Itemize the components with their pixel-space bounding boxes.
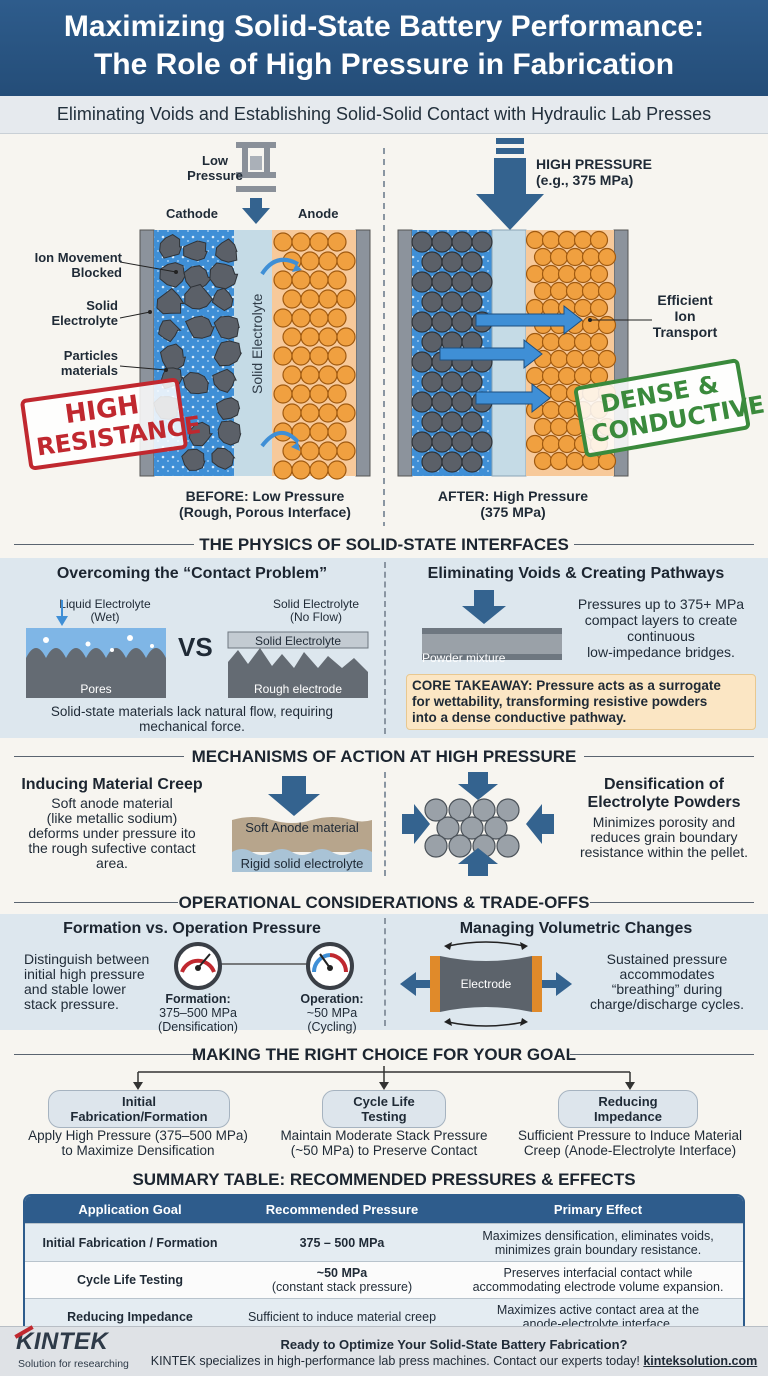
dense-cathode-particles xyxy=(411,231,493,473)
choice-section-title: MAKING THE RIGHT CHOICE FOR YOUR GOAL xyxy=(191,1045,577,1064)
densification-text: Minimizes porosity and reduces grain bou… xyxy=(579,814,749,860)
divider xyxy=(590,902,754,903)
cathode-label: Cathode xyxy=(166,206,218,221)
contact-problem-title: Overcoming the “Contact Problem” xyxy=(56,565,328,582)
divider xyxy=(584,756,754,757)
soft-anode-label: Soft Anode material xyxy=(245,820,359,835)
logo-tagline: Solution for researching xyxy=(18,1358,129,1370)
goal-text-impedance: Sufficient Pressure to Induce Material C… xyxy=(517,1128,743,1158)
particles-label: Particles materials xyxy=(60,348,118,378)
title-line-2: The Role of High Pressure in Fabrication xyxy=(93,48,675,81)
core-takeaway-text: CORE TAKEAWAY: Pressure acts as a surrog… xyxy=(412,678,721,725)
electrode-breathing-diagram xyxy=(400,941,572,1027)
subtitle: Eliminating Voids and Establishing Solid… xyxy=(56,104,712,124)
cell-pressure: 375 – 500 MPa xyxy=(235,1223,449,1262)
low-pressure-label: Low Pressure xyxy=(187,153,243,183)
electrolyte-vertical-label: Solid Electrolyte xyxy=(249,293,265,394)
solid-electrolyte-box-label: Solid Electrolyte xyxy=(254,634,342,648)
col-header-pressure: Recommended Pressure xyxy=(235,1196,449,1224)
high-pressure-label: HIGH PRESSURE (e.g., 375 MPa) xyxy=(536,156,652,188)
goal-pill-impedance[interactable]: Reducing Impedance xyxy=(558,1090,698,1128)
footer xyxy=(0,1326,768,1376)
divider xyxy=(14,544,194,545)
eliminating-voids-text: Pressures up to 375+ MPa compact layers … xyxy=(577,596,745,660)
formation-gauge-icon xyxy=(174,942,222,990)
core-takeaway-box xyxy=(406,674,756,730)
cell-effect: Maximizes densification, eliminates void… xyxy=(449,1223,743,1262)
divider xyxy=(14,1054,198,1055)
summary-table: Application Goal Recommended Pressure Pr… xyxy=(23,1194,745,1337)
goal-text-fabrication: Apply High Pressure (375–500 MPa) to Max… xyxy=(28,1128,248,1158)
creep-diagram xyxy=(232,776,372,872)
subtitle-band xyxy=(0,96,768,134)
densification-diagram xyxy=(402,772,554,876)
header-banner xyxy=(0,0,768,96)
liquid-electrolyte-label: Liquid Electrolyte (Wet) xyxy=(59,597,151,624)
cell-goal: Cycle Life Testing xyxy=(25,1261,235,1299)
powder-compaction-diagram xyxy=(422,590,562,660)
anode-particles xyxy=(273,232,356,480)
densification-title: Densification of Electrolyte Powders xyxy=(587,776,741,811)
divider xyxy=(384,562,386,734)
title-line-1: Maximizing Solid-State Battery Performan… xyxy=(63,10,705,43)
operation-label: Operation: ~50 MPa (Cycling) xyxy=(300,992,364,1034)
kintek-logo[interactable]: KINTEK xyxy=(16,1328,109,1355)
summary-section-title: SUMMARY TABLE: RECOMMENDED PRESSURES & E… xyxy=(132,1170,636,1189)
solid-electrolyte-label: Solid Electrolyte xyxy=(51,298,118,328)
footer-cta-text: KINTEK specializes in high-performance l… xyxy=(150,1354,758,1368)
divider xyxy=(14,756,184,757)
efficient-transport-label: Efficient Ion Transport xyxy=(652,292,718,340)
cell-goal: Initial Fabrication / Formation xyxy=(25,1223,235,1262)
divider xyxy=(570,1054,754,1055)
footer-link[interactable]: kinteksolution.com xyxy=(643,1354,758,1368)
page-title: Maximizing Solid-State Battery Performan… xyxy=(0,8,768,84)
ion-transport-arrows xyxy=(439,304,583,414)
rigid-electrolyte-label: Rigid solid electrolyte xyxy=(240,856,364,871)
contact-comparison-diagram xyxy=(26,600,369,698)
ion-blocked-label: Ion Movement Blocked xyxy=(34,250,122,280)
divider xyxy=(574,544,754,545)
formation-label: Formation: 375–500 MPa (Densification) xyxy=(158,992,238,1034)
table-row: Cycle Life Testing ~50 MPa(constant stac… xyxy=(25,1261,743,1299)
mechanisms-section-title: MECHANISMS OF ACTION AT HIGH PRESSURE xyxy=(191,747,577,766)
pores-label: Pores xyxy=(80,682,112,696)
divider xyxy=(384,772,386,876)
operation-gauge-icon xyxy=(306,942,354,990)
solid-electrolyte-noflow-label: Solid Electrolyte (No Flow) xyxy=(272,597,360,624)
anode-label: Anode xyxy=(298,206,339,221)
formation-vs-operation-title: Formation vs. Operation Pressure xyxy=(63,920,321,937)
pressure-gauges xyxy=(174,942,354,990)
divider xyxy=(384,918,386,1026)
table-row: Initial Fabrication / Formation 375 – 50… xyxy=(25,1223,743,1262)
rough-electrode-label: Rough electrode xyxy=(253,682,343,696)
eliminating-voids-title: Eliminating Voids & Creating Pathways xyxy=(427,565,725,582)
volumetric-changes-text: Sustained pressure accommodates “breathi… xyxy=(589,951,745,1012)
divider xyxy=(14,902,178,903)
electrode-label: Electrode xyxy=(460,977,512,991)
contact-problem-caption: Solid-state materials lack natural flow,… xyxy=(50,704,334,734)
after-caption: AFTER: High Pressure (375 MPa) xyxy=(437,488,589,520)
goal-pill-cycle-life[interactable]: Cycle Life Testing xyxy=(322,1090,446,1128)
goal-pill-fabrication[interactable]: Initial Fabrication/Formation xyxy=(48,1090,230,1128)
cell-pressure: ~50 MPa(constant stack pressure) xyxy=(235,1261,449,1299)
material-creep-title: Inducing Material Creep xyxy=(21,776,203,793)
high-pressure-arrow-icon xyxy=(476,138,544,230)
col-header-effect: Primary Effect xyxy=(449,1196,743,1224)
material-creep-text: Soft anode material (like metallic sodiu… xyxy=(28,795,196,871)
press-icon xyxy=(236,142,276,224)
col-header-goal: Application Goal xyxy=(25,1196,235,1224)
powder-mixture-label: Powder mixture xyxy=(422,651,506,665)
physics-section-title: THE PHYSICS OF SOLID-STATE INTERFACES xyxy=(199,535,569,554)
formation-vs-operation-text: Distinguish between initial high pressur… xyxy=(24,951,150,1012)
footer-cta-title: Ready to Optimize Your Solid-State Batte… xyxy=(280,1337,628,1352)
volumetric-changes-title: Managing Volumetric Changes xyxy=(459,920,693,937)
goal-text-cycle-life: Maintain Moderate Stack Pressure (~50 MP… xyxy=(280,1128,488,1158)
choice-connector xyxy=(133,1066,635,1090)
vs-label: VS xyxy=(178,632,213,662)
operational-section-title: OPERATIONAL CONSIDERATIONS & TRADE-OFFS xyxy=(178,893,590,912)
before-caption: BEFORE: Low Pressure (Rough, Porous Inte… xyxy=(179,488,351,520)
